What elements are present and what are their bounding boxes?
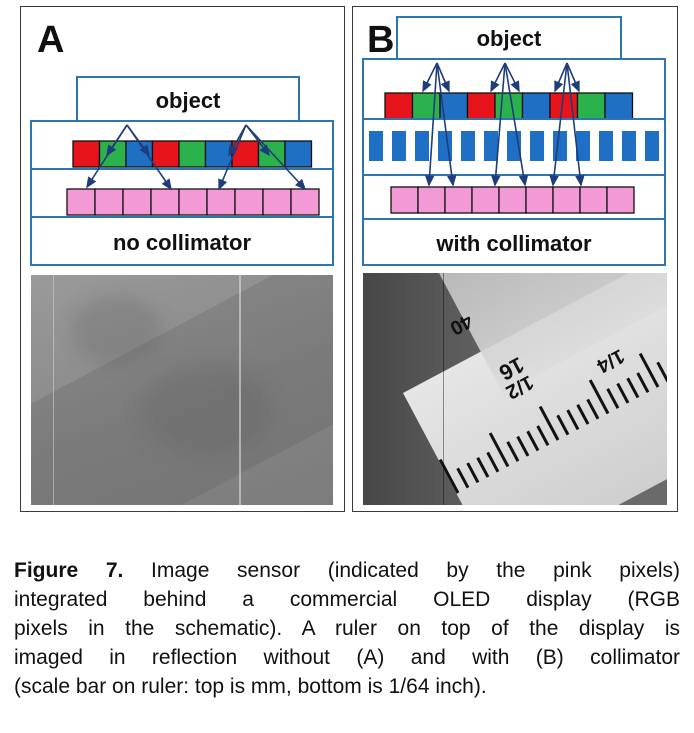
- rgb-pixel: [151, 140, 180, 168]
- rgb-pixel: [604, 92, 634, 120]
- sensor-pixel-row: [66, 188, 320, 216]
- ruler-tick: [606, 388, 620, 409]
- ruler-tick: [538, 405, 560, 441]
- ruler-tick: [566, 409, 580, 431]
- figure-caption: Figure 7. Image sensor (indicated by the…: [14, 556, 680, 701]
- rgb-pixel: [576, 92, 606, 120]
- ruler-mark-b: 1/4: [592, 344, 628, 377]
- ruler-tick: [536, 425, 550, 447]
- sensor-pixel: [606, 186, 635, 214]
- caption-line-5: (scale bar on ruler: top is mm, bottom i…: [14, 675, 487, 698]
- ruler-tick: [588, 379, 610, 415]
- sensor-pixel: [290, 188, 320, 216]
- sensor-pixel: [471, 186, 500, 214]
- rgb-pixel: [72, 140, 101, 168]
- caption-line-3: pixels in the schematic). A ruler on top…: [14, 617, 680, 640]
- collimator-stripe: [461, 131, 475, 161]
- ruler-tick: [636, 372, 650, 394]
- caption-prefix: Figure 7.: [14, 559, 124, 582]
- collimator-stripe: [599, 131, 613, 161]
- reflection-arrows: [86, 124, 307, 191]
- collimator-stripe: [553, 131, 567, 161]
- ruler-tick: [526, 430, 540, 452]
- ruler-tick: [586, 398, 600, 420]
- sensor-pixel: [94, 188, 124, 216]
- sensor-pixel: [390, 186, 419, 214]
- no-collimator-label: no collimator: [113, 230, 252, 255]
- ruler-tick: [638, 352, 660, 388]
- object-label: object: [156, 88, 221, 113]
- ruler-tick: [616, 382, 630, 404]
- rgb-pixel: [284, 140, 313, 168]
- panel-a: A object no collimator: [20, 6, 345, 512]
- sensor-pixel: [579, 186, 608, 214]
- sensor-image-no-collimator: [31, 275, 333, 505]
- caption-line-4: imaged in reflection without (A) and wit…: [14, 646, 680, 669]
- collimator-stripe: [392, 131, 406, 161]
- panel-b-label: B: [367, 19, 395, 61]
- object-box: [76, 76, 300, 124]
- sensor-pixel: [66, 188, 96, 216]
- collimator-stripe: [415, 131, 429, 161]
- sensor-pixel-row: [390, 186, 635, 214]
- rgb-pixel: [494, 92, 524, 120]
- sensor-pixel: [444, 186, 473, 214]
- sensor-pixel: [150, 188, 180, 216]
- label-layer: [30, 216, 334, 266]
- ruler-tick: [466, 462, 480, 484]
- rgb-pixel: [411, 92, 441, 120]
- label-layer: [362, 218, 666, 266]
- panel-b: B object with collimator: [352, 6, 678, 512]
- rgb-pixel: [98, 140, 127, 168]
- sensor-pixel: [122, 188, 152, 216]
- rgb-pixel: [178, 140, 207, 168]
- sensor-pixel: [498, 186, 527, 214]
- sensor-pixel: [206, 188, 236, 216]
- collimator-stripe: [484, 131, 498, 161]
- ruler-tick: [476, 457, 490, 478]
- sensor-pixel: [262, 188, 292, 216]
- rgb-pixel: [521, 92, 551, 120]
- ruler-tick: [576, 404, 590, 425]
- collimated-arrows: [422, 62, 585, 187]
- rgb-pixel: [204, 140, 233, 168]
- rgb-pixel: [466, 92, 496, 120]
- sensor-pixel: [417, 186, 446, 214]
- collimator-stripe: [530, 131, 544, 161]
- object-label: object: [477, 26, 542, 51]
- ruler-mark-c: 40: [446, 309, 476, 339]
- collimator-stripe: [622, 131, 636, 161]
- sensor-pixel: [525, 186, 554, 214]
- ruler-tick: [438, 458, 460, 494]
- ruler-tick: [506, 441, 520, 462]
- panel-a-schematic: object no collimator: [30, 76, 334, 266]
- rgb-pixel-row: [384, 92, 634, 120]
- rgb-pixel: [231, 140, 260, 168]
- sensor-pixel: [178, 188, 208, 216]
- ruler-ticks: 16 1/4 40 1/2: [438, 309, 667, 494]
- with-collimator-label: with collimator: [435, 231, 592, 256]
- ruler-tick: [626, 377, 640, 399]
- caption-line-1: Image sensor (indicated by the pink pixe…: [123, 559, 680, 582]
- rgb-pixel: [384, 92, 414, 120]
- ruler-tick: [656, 361, 667, 383]
- ruler-tick: [488, 432, 510, 468]
- sensor-pixel: [552, 186, 581, 214]
- ruler-tick: [556, 414, 570, 436]
- ruler-tick: [456, 467, 470, 489]
- panel-b-schematic: object with collimator: [362, 16, 666, 266]
- collimator-stripe: [369, 131, 383, 161]
- panel-a-label: A: [37, 19, 65, 61]
- ruler-tick: [516, 435, 530, 457]
- caption-line-2: integrated behind a commercial OLED disp…: [14, 588, 680, 611]
- collimator-stripe: [645, 131, 659, 161]
- collimator-stripe: [576, 131, 590, 161]
- sensor-pixel: [234, 188, 264, 216]
- ruler-tick: [486, 451, 500, 473]
- sensor-image-with-collimator: 16 1/4 40 1/2: [363, 273, 667, 505]
